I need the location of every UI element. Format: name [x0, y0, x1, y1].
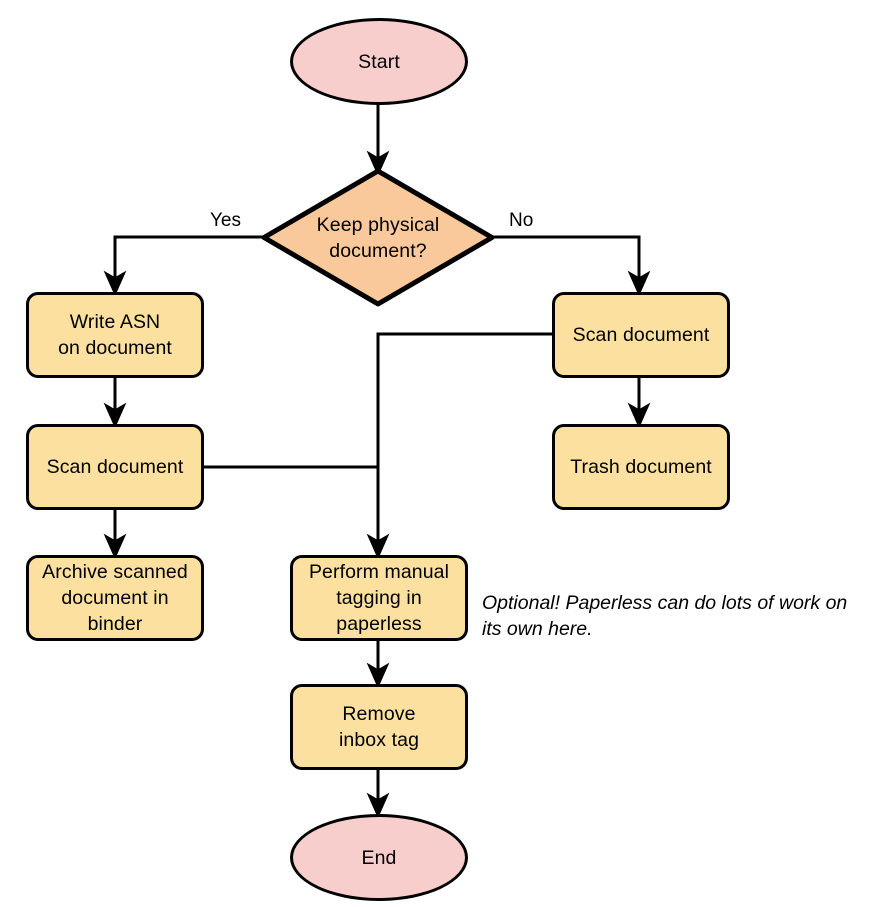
node-decision-label: Keep physical document?	[316, 213, 440, 262]
node-end-label: End	[361, 846, 397, 869]
edge-yes-to-write-asn	[103, 235, 265, 297]
node-write-asn-label: Write ASN on document	[58, 311, 172, 359]
node-trash-document[interactable]: Trash document	[552, 424, 730, 510]
node-scan-document-left[interactable]: Scan document	[26, 424, 204, 510]
node-decision-keep-physical-document[interactable]: Keep physical document?	[280, 172, 476, 303]
node-remove-inbox-tag[interactable]: Remove inbox tag	[290, 684, 468, 770]
edge-no-to-scan-right	[491, 235, 651, 297]
node-archive-scanned-document[interactable]: Archive scanned document in binder	[26, 555, 204, 641]
node-start[interactable]: Start	[290, 18, 468, 105]
edge-label-yes: Yes	[210, 210, 241, 231]
node-write-asn-on-document[interactable]: Write ASN on document	[26, 292, 204, 378]
decision-diamond-shape[interactable]	[260, 167, 496, 308]
node-scan-document-left-label: Scan document	[46, 456, 184, 478]
node-tagging-label: Perform manual tagging in paperless	[308, 561, 450, 635]
node-archive-label: Archive scanned document in binder	[42, 561, 188, 635]
edge-label-no: No	[509, 210, 534, 231]
node-scan-document-right[interactable]: Scan document	[552, 292, 730, 378]
node-start-label: Start	[358, 50, 400, 73]
node-scan-document-right-label: Scan document	[572, 324, 710, 346]
node-perform-manual-tagging[interactable]: Perform manual tagging in paperless	[290, 555, 468, 641]
edge-scan-right-to-tagging	[366, 332, 553, 560]
annotation-optional-note: Optional! Paperless can do lots of work …	[482, 592, 848, 640]
node-end[interactable]: End	[290, 814, 468, 901]
node-remove-inbox-label: Remove inbox tag	[338, 703, 420, 751]
node-trash-document-label: Trash document	[570, 456, 712, 478]
